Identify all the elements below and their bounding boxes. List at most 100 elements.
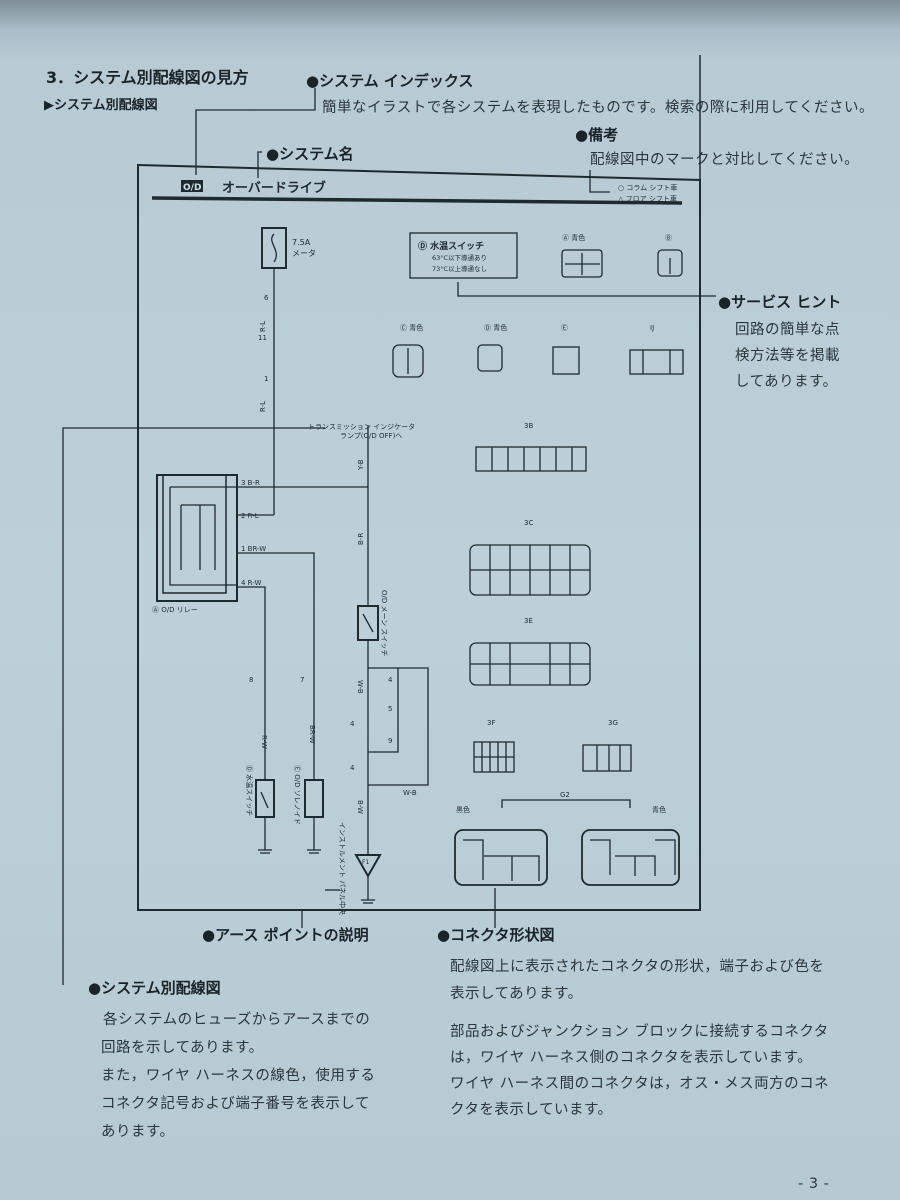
- ground-symbol: [354, 854, 382, 879]
- system-wiring-line: 回路を示してあります。: [101, 1040, 264, 1056]
- connector-shape-line: ワイヤ ハーネス間のコネクタは，オス・メス両方のコネ: [450, 1076, 830, 1092]
- ground-label: インストルメント パネル中央: [338, 822, 347, 915]
- connector-ref: 8: [249, 676, 253, 684]
- water-switch-label: Ⓓ 水温スイッチ: [245, 765, 254, 816]
- relay-pin: 3 B-R: [241, 479, 260, 487]
- connector-label: 3G: [608, 719, 618, 727]
- connector-ref: 9: [388, 737, 392, 745]
- connector-g2-left: [454, 829, 548, 886]
- fuse-element: [271, 233, 277, 263]
- service-hint-line: してあります。: [735, 374, 838, 390]
- system-wiring-leader: [62, 427, 325, 985]
- water-switch-box: [255, 779, 275, 818]
- connector-3f: [473, 741, 515, 773]
- connector-shape-line: 部品およびジャンクション ブロックに接続するコネクタ: [450, 1024, 829, 1040]
- system-index-text: 簡単なイラストで各システムを表現したものです。検索の際に利用してください。: [322, 100, 874, 116]
- connector-ij: [629, 349, 684, 375]
- system-index-leader: [195, 88, 316, 175]
- fuse-name: メータ: [292, 249, 316, 258]
- connector-ref: 4: [388, 676, 393, 684]
- system-index-badge: O/D: [183, 183, 201, 193]
- connector-ref: 5: [388, 705, 392, 713]
- connector-a: [561, 249, 603, 278]
- wire-color: R-L: [259, 321, 267, 332]
- connector-label: 3F: [487, 719, 495, 727]
- g2-bracket: [501, 799, 631, 808]
- connector-label: IJ: [650, 324, 654, 332]
- wire-color: W-B: [403, 789, 417, 797]
- connector-shape-line: は，ワイヤ ハーネス側のコネクタを表示しています。: [450, 1050, 813, 1066]
- system-name-leader: [257, 151, 262, 178]
- indicator-label: ランプ(O/D OFF)へ: [340, 432, 402, 440]
- relay-box: [156, 474, 238, 602]
- connector-3c: [469, 544, 591, 596]
- connector-ref: 7: [300, 676, 304, 684]
- ground-point-label: ●アース ポイントの説明: [202, 926, 369, 944]
- hint-box: [409, 232, 518, 279]
- connector-3g: [582, 744, 632, 772]
- section-title: 3．システム別配線図の見方: [46, 68, 249, 87]
- connector-ref: 11: [258, 334, 267, 342]
- connector-g2-right: [581, 829, 680, 886]
- connector-color: 青色: [652, 805, 666, 814]
- legend-floor: △ フロア シフト車: [618, 194, 677, 203]
- connector-ref: 1: [264, 375, 268, 383]
- connector-ref: 4: [350, 720, 355, 728]
- wire-color: Y-B: [357, 459, 365, 471]
- service-hint-line: 回路の簡単な点: [735, 322, 840, 338]
- wire-color: B-W: [356, 800, 364, 814]
- connector-label: 3C: [524, 519, 533, 527]
- fuse-rating: 7.5A: [292, 238, 311, 247]
- system-name-label: ●システム名: [266, 145, 354, 163]
- hint-title: Ⓓ 水温スイッチ: [418, 240, 484, 252]
- connector-shape-line: クタを表示しています。: [450, 1102, 613, 1118]
- main-switch-label: O/D メーン スイッチ: [380, 590, 388, 656]
- service-hint-line: 検方法等を掲載: [735, 348, 840, 364]
- connector-label: 3E: [524, 617, 533, 625]
- remarks-leader: [589, 170, 610, 193]
- wire-color: R-W: [260, 735, 268, 749]
- wire-color: B-R: [357, 533, 365, 545]
- page-number: - 3 -: [798, 1176, 830, 1192]
- relay-pin: 4 R-W: [241, 579, 262, 587]
- legend-column: ○ コラム シフト車: [618, 183, 677, 192]
- connector-c: [392, 344, 424, 378]
- ground-code: F1: [362, 859, 369, 866]
- connector-label: Ⓒ 青色: [400, 323, 423, 332]
- connector-e: [552, 346, 580, 375]
- hint-line1: 63°C以下導通あり: [432, 253, 487, 262]
- connector-ref: 6: [264, 294, 269, 302]
- indicator-label: トランスミッション インジケータ: [308, 422, 415, 431]
- system-wiring-label: ●システム別配線図: [88, 979, 221, 997]
- connector-label: Ⓔ: [561, 324, 568, 332]
- connector-color: 黒色: [456, 805, 470, 814]
- system-index-label: ●システム インデックス: [306, 72, 474, 90]
- connector-label: Ⓐ 青色: [562, 233, 585, 242]
- connector-shape-line: 配線図上に表示されたコネクタの形状，端子および色を: [450, 959, 825, 975]
- connector-ref: 4: [350, 764, 355, 772]
- hint-line2: 73°C以上導通なし: [432, 264, 487, 273]
- wire-color: W-B: [356, 680, 364, 694]
- system-wiring-line: また，ワイヤ ハーネスの線色，使用する: [101, 1068, 376, 1084]
- service-hint-label: ●サービス ヒント: [718, 293, 842, 311]
- relay-pin: 1 BR-W: [241, 545, 266, 553]
- remarks-label: ●備考: [575, 126, 619, 144]
- service-hint-leader: [457, 282, 716, 297]
- solenoid-label: Ⓔ O/D ソレノイド: [293, 765, 301, 825]
- wire-color: BR-W: [308, 725, 316, 744]
- connector-shape-label: ●コネクタ形状図: [437, 926, 555, 944]
- system-wiring-line: コネクタ記号および端子番号を表示して: [101, 1096, 370, 1112]
- connector-label: Ⓑ: [665, 234, 672, 242]
- remarks-text: 配線図中のマークと対比してください。: [590, 152, 860, 168]
- connector-3b: [475, 446, 587, 472]
- sub-title: ▶システム別配線図: [44, 98, 158, 113]
- connector-label: Ⓓ 青色: [484, 323, 507, 332]
- connector-b: [657, 249, 683, 277]
- relay-label: Ⓐ O/D リレー: [152, 606, 198, 614]
- diagram-frame: [137, 163, 701, 911]
- system-wiring-line: 各システムのヒューズからアースまでの: [103, 1012, 371, 1028]
- connector-label: 3B: [524, 422, 533, 430]
- connector-label: G2: [560, 791, 570, 799]
- connector-shape-line: 表示してあります。: [450, 986, 583, 1002]
